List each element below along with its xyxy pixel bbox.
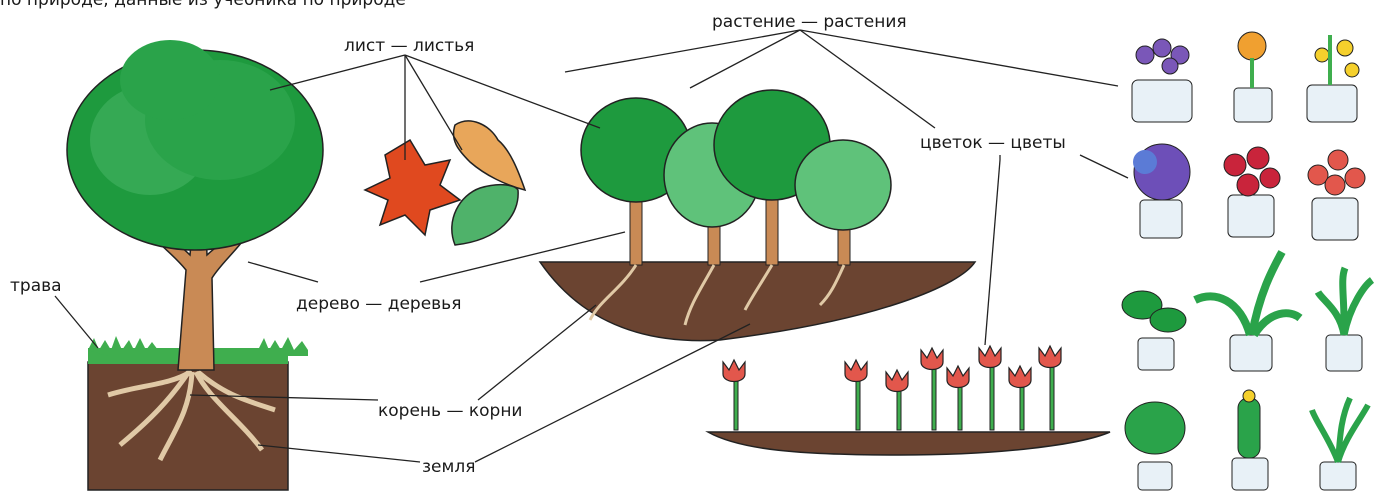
label-plant: растение — растения [712,14,907,31]
label-root: корень — корни [378,403,522,420]
oak-leaf-icon [453,121,525,190]
tulip-bed-icon [708,346,1110,455]
potted-plant-icon [1307,35,1359,122]
label-flower: цветок — цветы [920,135,1066,152]
potted-plants-grid [1122,32,1372,490]
potted-plant-icon [1308,150,1365,240]
potted-plant-icon [1318,268,1372,371]
potted-plant-icon [1133,144,1190,238]
potted-plant-icon [1232,390,1268,490]
potted-plant-icon [1122,291,1186,370]
potted-plant-icon [1132,39,1192,122]
potted-plant-icon [1312,398,1368,490]
potted-plant-icon [1125,402,1185,490]
potted-plant-icon [1224,147,1280,237]
label-grass: трава [10,278,62,295]
potted-plant-icon [1234,32,1272,122]
forest-icon [540,90,975,341]
label-leaf: лист — листья [344,38,474,55]
label-tree: дерево — деревья [296,296,461,313]
potted-plant-icon [1195,252,1300,371]
maple-leaf-icon [365,140,460,235]
big-tree-icon [67,40,323,490]
birch-leaf-icon [452,185,518,245]
label-soil: земля [422,459,475,476]
